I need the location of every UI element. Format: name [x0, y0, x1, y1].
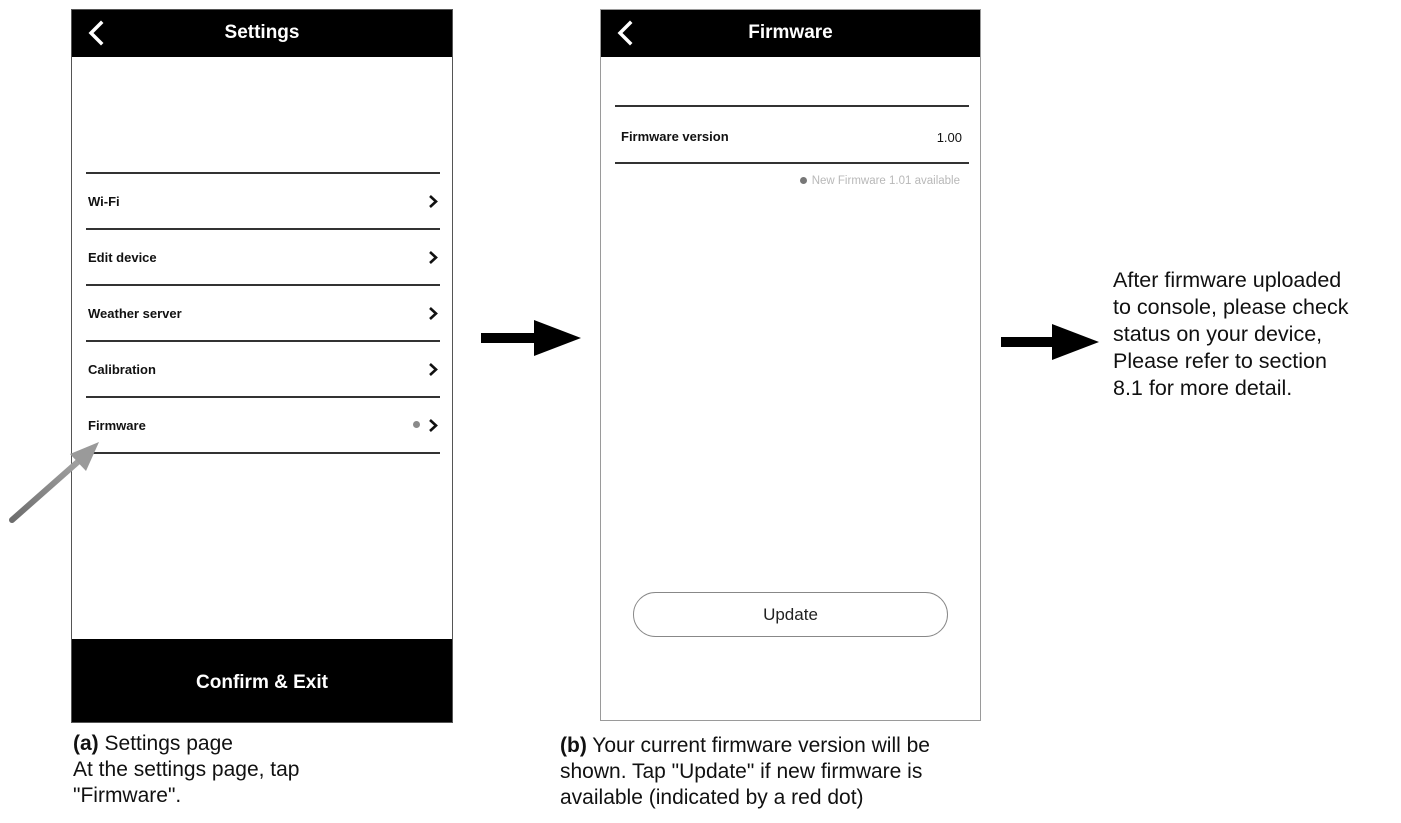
caption-line: "Firmware".	[73, 784, 182, 807]
caption-line: shown. Tap "Update" if new firmware is	[560, 760, 923, 783]
confirm-exit-button[interactable]: Confirm & Exit	[72, 639, 452, 722]
chevron-right-icon	[429, 195, 438, 208]
side-note-line: After firmware uploaded	[1113, 268, 1342, 292]
settings-item-weather-server[interactable]: Weather server	[86, 286, 440, 342]
caption-tag: (b)	[560, 734, 587, 757]
chevron-right-icon	[429, 251, 438, 264]
caption-settings: (a) Settings page At the settings page, …	[73, 731, 453, 809]
settings-header: Settings	[72, 10, 452, 57]
settings-screen: Settings Wi-Fi Edit device Weather serve…	[71, 9, 453, 723]
chevron-right-icon	[429, 307, 438, 320]
back-arrow-icon[interactable]	[613, 20, 637, 46]
update-dot-icon	[413, 421, 420, 428]
caption-line: Your current firmware version will be	[592, 734, 930, 757]
page-title: Firmware	[748, 22, 833, 43]
caption-line: At the settings page, tap	[73, 758, 300, 781]
new-firmware-text: New Firmware 1.01 available	[811, 175, 960, 187]
side-note-line: 8.1 for more detail.	[1113, 376, 1293, 400]
update-dot-icon	[799, 177, 807, 184]
settings-item-label: Edit device	[88, 250, 157, 265]
settings-item-label: Firmware	[88, 418, 146, 433]
settings-item-wifi[interactable]: Wi-Fi	[86, 174, 440, 230]
side-note-line: status on your device,	[1113, 322, 1323, 346]
update-button[interactable]: Update	[633, 592, 948, 637]
settings-item-calibration[interactable]: Calibration	[86, 342, 440, 398]
settings-item-label: Wi-Fi	[88, 194, 120, 209]
firmware-header: Firmware	[601, 10, 980, 57]
side-note-line: Please refer to section	[1113, 349, 1327, 373]
side-note: After firmware uploaded to console, plea…	[1113, 267, 1401, 402]
firmware-version-label: Firmware version	[621, 129, 729, 144]
firmware-version-value: 1.00	[936, 130, 962, 145]
chevron-right-icon	[429, 363, 438, 376]
settings-item-label: Calibration	[88, 362, 156, 377]
list-divider	[86, 172, 440, 174]
side-note-line: to console, please check	[1113, 295, 1349, 319]
new-firmware-note: New Firmware 1.01 available	[799, 175, 960, 187]
flow-arrow-icon	[481, 320, 581, 356]
pointer-arrow-icon	[9, 442, 99, 523]
back-arrow-icon[interactable]	[84, 20, 108, 46]
firmware-screen: Firmware Firmware version 1.00 New Firmw…	[600, 9, 981, 721]
chevron-right-icon	[429, 419, 438, 432]
settings-item-edit-device[interactable]: Edit device	[86, 230, 440, 286]
caption-firmware: (b) Your current firmware version will b…	[560, 733, 1040, 811]
page-title: Settings	[224, 22, 300, 43]
caption-tag: (a)	[73, 732, 99, 755]
caption-title: Settings page	[104, 732, 233, 755]
settings-item-firmware[interactable]: Firmware	[86, 398, 440, 454]
settings-item-label: Weather server	[88, 306, 182, 321]
list-divider	[615, 162, 969, 164]
flow-arrow-icon	[1001, 324, 1099, 360]
caption-line: available (indicated by a red dot)	[560, 786, 864, 809]
list-divider	[615, 105, 969, 107]
